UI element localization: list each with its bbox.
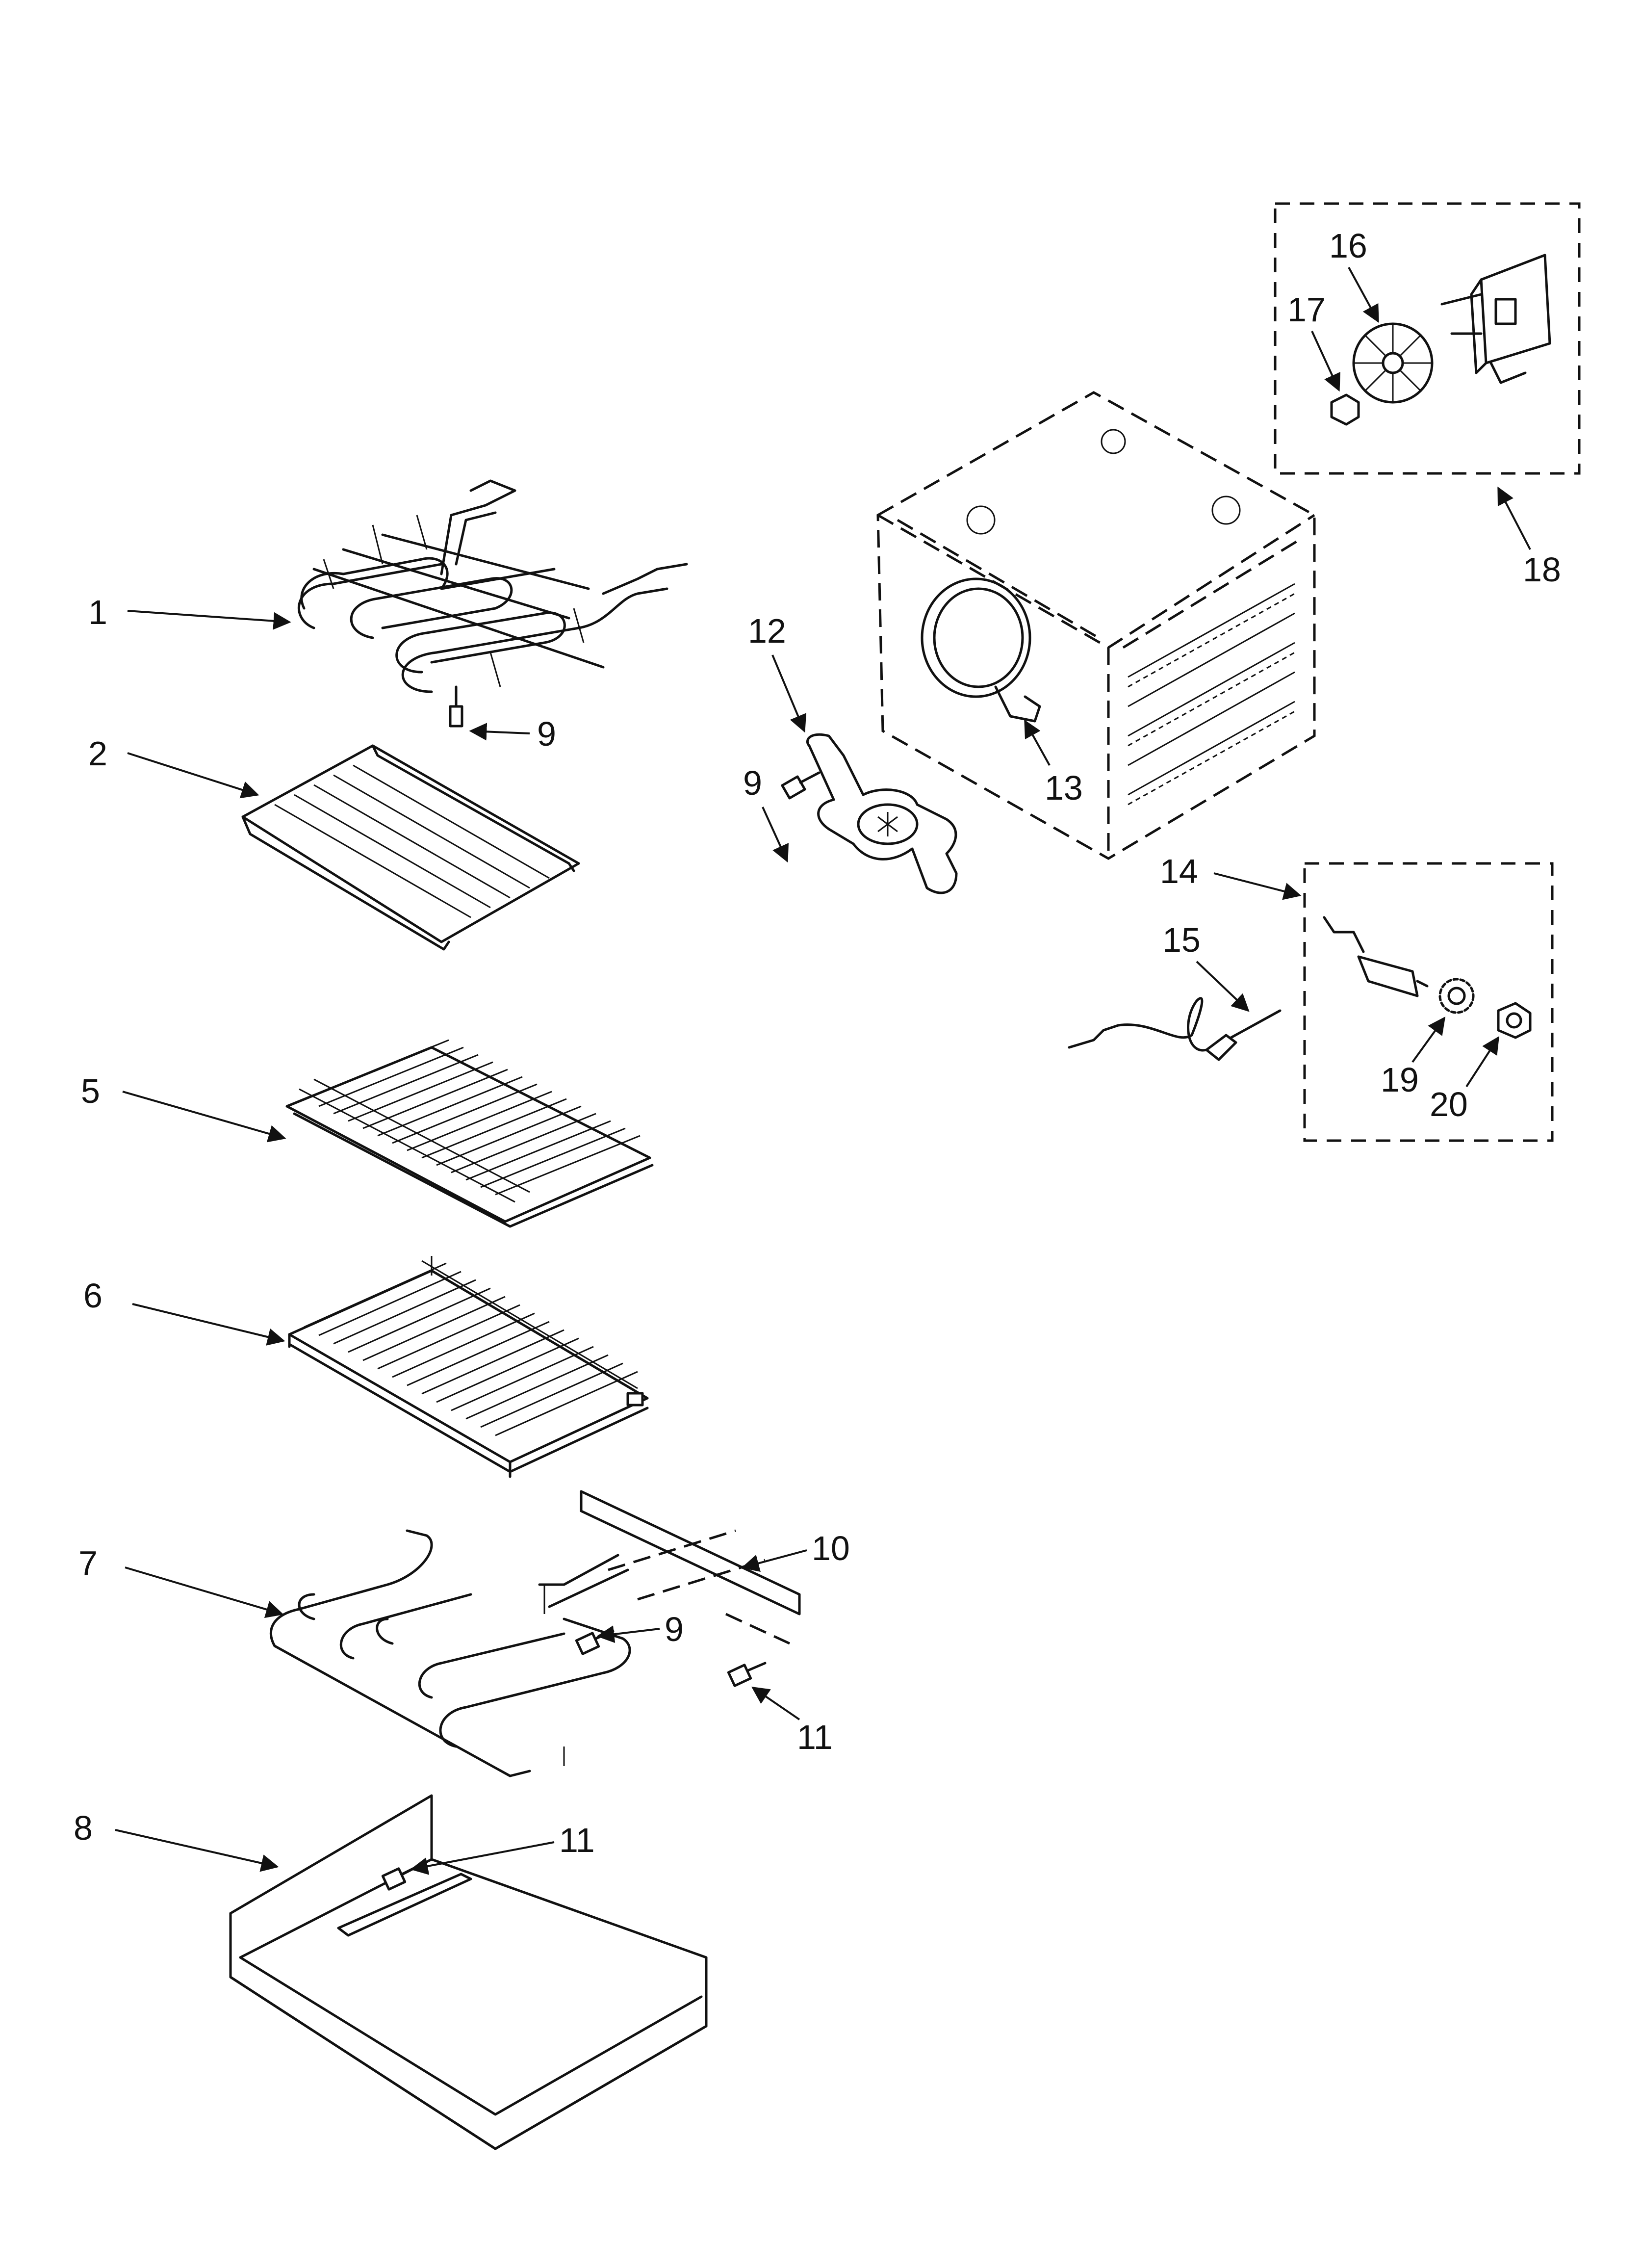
fan-kit-box: [1274, 202, 1581, 475]
bake-element: [269, 1529, 631, 1777]
oven-rack: [285, 1039, 654, 1228]
callout-7: 7: [78, 1544, 284, 1618]
callout-2: 2: [88, 734, 259, 799]
oven-cavity: [876, 391, 1316, 860]
callout-label-10: 10: [812, 1529, 850, 1567]
callout-label-7: 7: [78, 1544, 98, 1582]
callout-1: 1: [88, 593, 291, 631]
callout-19: 19: [1381, 1017, 1446, 1099]
callout-label-1: 1: [88, 593, 107, 631]
callout-11-bracket: 11: [751, 1686, 833, 1756]
screw-broil-element: [781, 771, 821, 800]
fan-baffle: [806, 733, 958, 894]
screw-bracket: [727, 1662, 767, 1687]
callout-9-baffle: 9: [743, 764, 789, 863]
element-bracket: [580, 1490, 801, 1645]
callout-label-14: 14: [1160, 852, 1198, 890]
oven-bottom-panel: [229, 1794, 708, 2150]
callout-17: 17: [1287, 290, 1340, 392]
broil-pan: [241, 744, 580, 951]
callout-16: 16: [1329, 227, 1379, 323]
callout-14: 14: [1160, 852, 1302, 900]
callout-5: 5: [81, 1072, 286, 1143]
callout-label-15: 15: [1162, 921, 1201, 959]
callout-6: 6: [83, 1277, 285, 1346]
callout-label-19: 19: [1381, 1061, 1419, 1099]
fan-motor: [1440, 254, 1551, 384]
callout-15: 15: [1162, 921, 1250, 1012]
callout-20: 20: [1430, 1036, 1499, 1123]
meat-probe: [1068, 997, 1282, 1061]
sensor-washer: [1438, 978, 1475, 1014]
broil-element: [297, 479, 688, 728]
callout-label-13: 13: [1045, 769, 1083, 807]
sensor-kit-box: [1303, 862, 1554, 1142]
callout-label-9-baffle: 9: [743, 764, 762, 802]
callout-label-20: 20: [1430, 1085, 1468, 1123]
callout-label-8: 8: [74, 1809, 93, 1847]
callout-label-11-bottom: 11: [559, 1821, 595, 1859]
callout-label-5: 5: [81, 1072, 100, 1110]
temperature-sensor: [1323, 916, 1429, 997]
callout-label-12: 12: [748, 612, 786, 650]
fan-blade: [1352, 322, 1434, 404]
callout-18: 18: [1497, 486, 1561, 589]
callout-10: 10: [741, 1529, 850, 1572]
callout-8: 8: [74, 1809, 279, 1872]
callout-12: 12: [748, 612, 807, 733]
callout-label-11-bracket: 11: [797, 1718, 833, 1756]
callout-9-broil: 9: [469, 715, 556, 753]
callout-label-17: 17: [1287, 290, 1326, 329]
callout-label-2: 2: [88, 734, 107, 773]
callout-9-bake: 9: [596, 1610, 684, 1648]
rollout-rack: [288, 1256, 649, 1478]
fan-nut: [1330, 393, 1360, 426]
callout-label-9-bake: 9: [665, 1610, 684, 1648]
callout-label-6: 6: [83, 1277, 103, 1315]
callout-label-9-broil: 9: [537, 715, 556, 753]
sensor-nut: [1497, 1002, 1532, 1039]
callout-label-16: 16: [1329, 227, 1367, 265]
callout-label-18: 18: [1523, 550, 1561, 589]
callout-11-bottom: 11: [410, 1821, 595, 1875]
convection-element: [921, 577, 1041, 723]
callout-13: 13: [1024, 719, 1083, 807]
